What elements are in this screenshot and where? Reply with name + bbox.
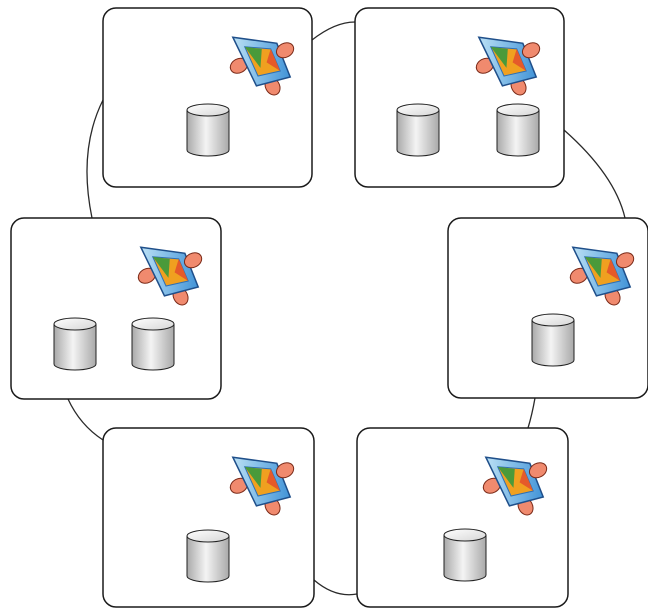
ring-connector [311,21,356,41]
node-box [102,7,313,188]
server-app-icon [229,456,295,516]
node-mid-left [10,217,222,400]
database-cylinder-icon [131,317,175,371]
server-app-icon [482,456,548,516]
database-cylinder-icon [186,103,230,157]
database-cylinder-icon [496,103,540,157]
node-bottom-right [356,427,569,608]
database-cylinder-icon [53,317,97,371]
node-box [10,217,222,400]
ring-connector [563,129,626,219]
node-box [447,217,648,399]
ring-connector [86,99,104,219]
server-app-icon [137,246,203,306]
database-cylinder-icon [531,313,575,367]
database-cylinder-icon [396,103,440,157]
node-bottom-left [102,427,315,608]
server-app-icon [569,246,635,306]
server-app-icon [229,36,295,96]
database-cylinder-icon [443,528,487,582]
node-top-left [102,7,313,188]
ring-connector [313,579,358,596]
server-app-icon [475,36,541,96]
ring-connector [67,398,104,441]
node-mid-right [447,217,648,399]
node-box [354,7,565,188]
ring-connector [527,397,536,429]
database-cylinder-icon [186,529,230,583]
node-top-right [354,7,565,188]
